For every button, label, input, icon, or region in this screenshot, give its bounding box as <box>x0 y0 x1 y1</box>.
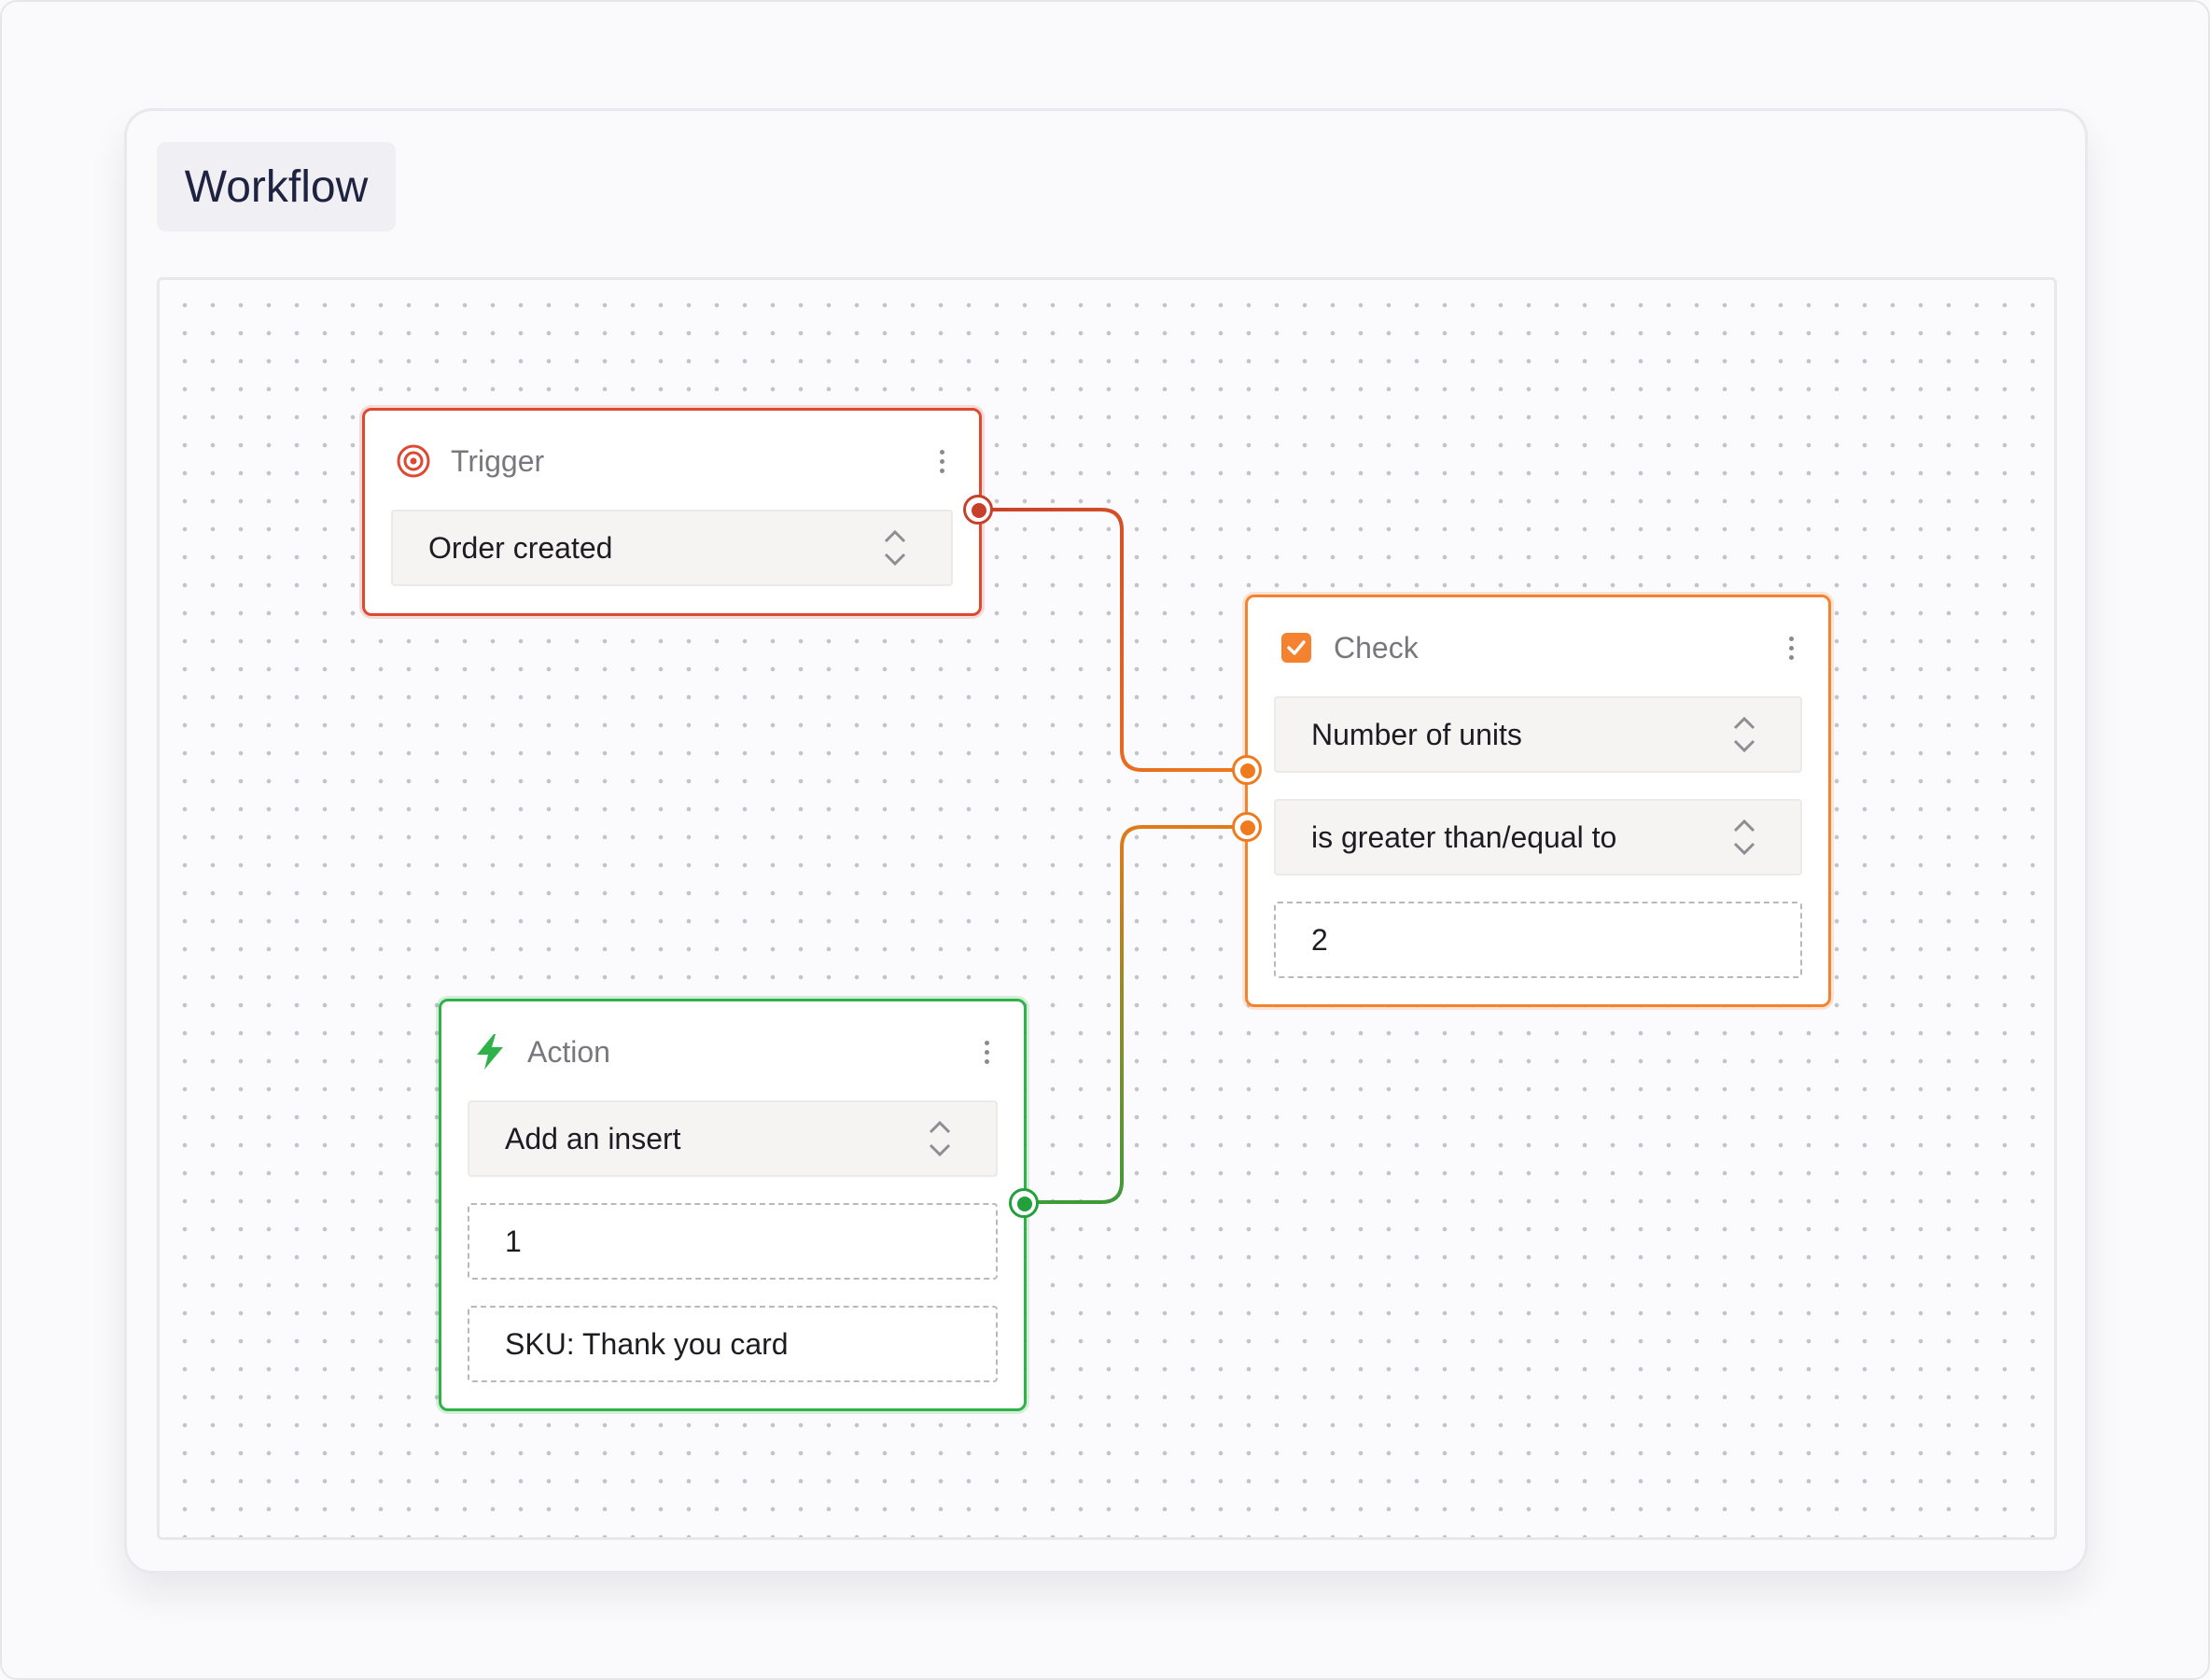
action-node-label: Action <box>527 1034 610 1069</box>
action-sku-text: SKU: Thank you card <box>505 1326 789 1361</box>
trigger-event-value: Order created <box>428 530 613 565</box>
chevron-up-down-icon <box>884 529 906 567</box>
action-node[interactable]: Action Add an insert 1 SKU: Thank you ca… <box>439 999 1027 1411</box>
trigger-node[interactable]: Trigger Order created <box>362 408 982 616</box>
action-node-header: Action <box>471 1029 996 1074</box>
check-node-label: Check <box>1334 630 1419 665</box>
more-options-icon[interactable] <box>977 1033 996 1071</box>
chevron-up-down-icon <box>929 1120 951 1157</box>
trigger-event-select[interactable]: Order created <box>391 510 953 586</box>
check-value-text: 2 <box>1311 922 1328 957</box>
target-icon <box>395 442 432 480</box>
check-operator-value: is greater than/equal to <box>1311 819 1617 854</box>
chevron-up-down-icon <box>1733 819 1755 856</box>
lightning-bolt-icon <box>471 1033 509 1071</box>
more-options-icon[interactable] <box>1782 629 1800 666</box>
action-quantity-input[interactable]: 1 <box>468 1203 998 1280</box>
more-options-icon[interactable] <box>932 442 951 480</box>
check-operator-select[interactable]: is greater than/equal to <box>1274 799 1802 875</box>
action-type-select[interactable]: Add an insert <box>468 1100 998 1177</box>
page-title-chip: Workflow <box>157 142 396 231</box>
trigger-node-label: Trigger <box>451 443 545 478</box>
check-output-port[interactable] <box>1232 812 1262 842</box>
check-node[interactable]: Check Number of units is greater than/eq… <box>1245 595 1831 1007</box>
checkbox-checked-icon <box>1278 629 1315 666</box>
check-field-value: Number of units <box>1311 717 1522 751</box>
trigger-node-header: Trigger <box>395 439 951 483</box>
action-quantity-text: 1 <box>505 1224 522 1258</box>
page-title: Workflow <box>184 161 369 212</box>
action-input-port[interactable] <box>1009 1188 1039 1218</box>
chevron-up-down-icon <box>1733 716 1755 753</box>
check-value-input[interactable]: 2 <box>1274 902 1802 978</box>
action-type-value: Add an insert <box>505 1121 681 1155</box>
trigger-output-port[interactable] <box>963 495 993 525</box>
check-node-header: Check <box>1278 625 1800 670</box>
check-field-select[interactable]: Number of units <box>1274 696 1802 773</box>
action-sku-input[interactable]: SKU: Thank you card <box>468 1306 998 1382</box>
check-input-port[interactable] <box>1232 755 1262 785</box>
